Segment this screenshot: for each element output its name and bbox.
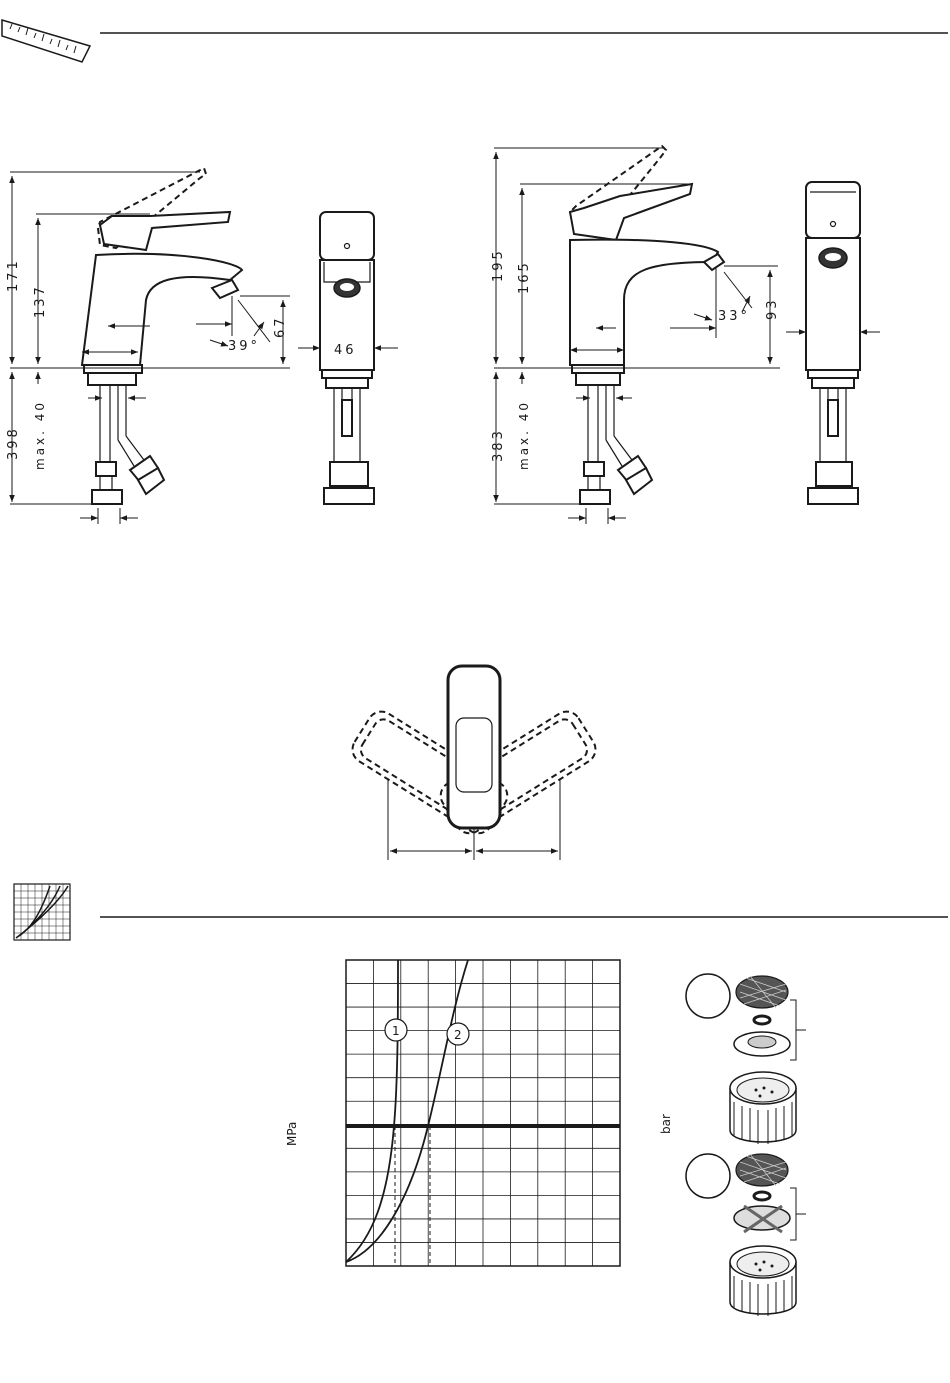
left-spout-height-label: 67 <box>273 315 288 338</box>
right-lever-height-label: 165 <box>517 260 532 294</box>
aerator-1-badge <box>686 974 730 1018</box>
y-axis-label-left: MPa <box>285 1122 299 1146</box>
left-angle-label: 39° <box>228 339 260 354</box>
right-angle-label: 33° <box>718 309 750 324</box>
aerator-exploded-view-2 <box>686 1154 806 1316</box>
left-faucet-front-view <box>298 212 398 504</box>
y-axis-label-right: bar <box>659 1114 673 1134</box>
right-max-label: max. 40 <box>517 400 531 470</box>
left-lever-height-label: 137 <box>33 284 48 318</box>
top-view-handle-rotation <box>347 666 601 860</box>
right-total-height-label: 195 <box>491 248 506 282</box>
left-total-height-label: 171 <box>6 258 21 292</box>
right-faucet-side-view <box>570 146 724 504</box>
left-max-label: max. 40 <box>33 400 47 470</box>
flow-chart: 1 2 MPa bar <box>285 960 673 1266</box>
right-faucet-front-view <box>786 182 880 504</box>
left-faucet-side-view <box>82 168 242 504</box>
left-width-label: 46 <box>334 343 357 358</box>
right-spout-height-label: 93 <box>765 297 780 320</box>
series-2-label: 2 <box>454 1028 462 1042</box>
left-below-height-label: 398 <box>6 426 21 460</box>
flow-chart-section-icon <box>14 884 70 940</box>
dimensions-section-icon <box>2 20 90 62</box>
series-1-label: 1 <box>392 1024 400 1038</box>
aerator-exploded-view-1 <box>686 974 806 1144</box>
right-below-height-label: 383 <box>491 428 506 462</box>
aerator-2-badge <box>686 1154 730 1198</box>
